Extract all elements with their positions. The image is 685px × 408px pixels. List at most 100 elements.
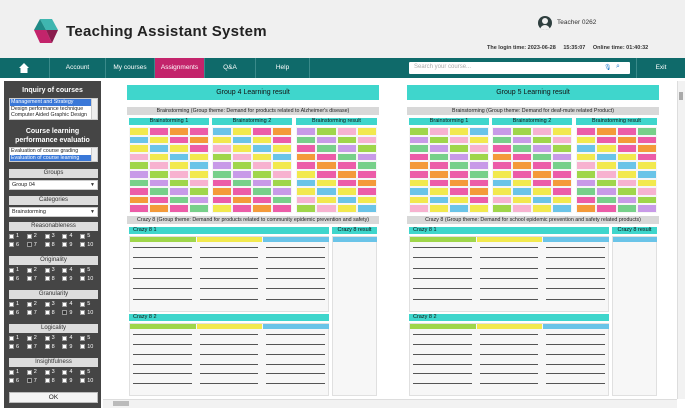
- score-checkbox[interactable]: [26, 233, 32, 239]
- sketch-board[interactable]: [409, 236, 609, 312]
- score-option[interactable]: 4: [62, 369, 80, 375]
- sketch-board[interactable]: [129, 323, 329, 396]
- sketch-board[interactable]: [129, 236, 329, 312]
- score-option[interactable]: 4: [62, 301, 80, 307]
- nav-account[interactable]: Account: [50, 58, 106, 78]
- score-option[interactable]: 2: [26, 267, 45, 273]
- sticky-note-board[interactable]: [576, 127, 657, 213]
- score-checkbox[interactable]: [26, 301, 32, 307]
- crazy8-result-board[interactable]: [332, 236, 377, 396]
- score-checkbox[interactable]: [80, 310, 86, 316]
- score-option[interactable]: 2: [26, 301, 45, 307]
- crazy8-result-tab[interactable]: Crazy 8 result: [612, 227, 657, 234]
- score-option[interactable]: 3: [44, 369, 63, 375]
- score-checkbox[interactable]: [44, 267, 50, 273]
- category-select[interactable]: Brainstorming ▼: [9, 207, 98, 217]
- score-option[interactable]: 1: [9, 301, 27, 307]
- ok-button[interactable]: OK: [9, 392, 98, 403]
- score-checkbox[interactable]: [44, 301, 50, 307]
- score-option[interactable]: 10: [80, 378, 98, 384]
- list-item[interactable]: Design performance technique: [11, 105, 84, 112]
- score-option[interactable]: 10: [80, 344, 98, 350]
- score-option[interactable]: 4: [62, 335, 80, 341]
- list-scrollbar[interactable]: [91, 148, 97, 161]
- evaluation-list[interactable]: Evaluation of course grading Evaluation …: [9, 147, 98, 162]
- score-option[interactable]: 10: [80, 276, 98, 282]
- score-option[interactable]: 9: [62, 242, 80, 248]
- score-checkbox[interactable]: [62, 301, 68, 307]
- crazy8-1-tab[interactable]: Crazy 8 1: [409, 227, 609, 234]
- vertical-scroll-thumb[interactable]: [679, 92, 683, 100]
- score-option[interactable]: 4: [62, 233, 80, 239]
- score-checkbox[interactable]: [9, 378, 14, 384]
- nav-help[interactable]: Help: [256, 58, 310, 78]
- score-option[interactable]: 10: [80, 242, 98, 248]
- score-checkbox[interactable]: [26, 369, 32, 375]
- crazy8-2-tab[interactable]: Crazy 8 2: [409, 314, 609, 321]
- brainstorm-2-tab[interactable]: Brainstorming 2: [492, 118, 572, 125]
- sticky-note-board[interactable]: [212, 127, 292, 213]
- score-checkbox[interactable]: [26, 267, 32, 273]
- score-checkbox[interactable]: [44, 276, 50, 282]
- score-checkbox[interactable]: [44, 310, 50, 316]
- score-checkbox[interactable]: [44, 344, 50, 350]
- score-option[interactable]: 6: [9, 242, 27, 248]
- nav-home[interactable]: [0, 58, 50, 78]
- user-avatar-icon[interactable]: [538, 16, 552, 30]
- sticky-note-board[interactable]: [409, 127, 489, 213]
- score-option[interactable]: 2: [26, 233, 45, 239]
- score-checkbox[interactable]: [44, 335, 50, 341]
- score-checkbox[interactable]: [9, 242, 14, 248]
- score-checkbox[interactable]: [9, 267, 14, 273]
- nav-assignments[interactable]: Assignments: [155, 58, 205, 78]
- course-search[interactable]: Search your course... 🎙︎ ⌕: [409, 62, 630, 74]
- score-checkbox[interactable]: [62, 276, 68, 282]
- nav-my-courses[interactable]: My courses: [106, 58, 155, 78]
- score-checkbox[interactable]: [44, 378, 50, 384]
- score-option[interactable]: 9: [62, 310, 80, 316]
- score-checkbox[interactable]: [44, 242, 50, 248]
- score-checkbox[interactable]: [26, 378, 32, 384]
- sticky-note-board[interactable]: [129, 127, 209, 213]
- score-option[interactable]: 5: [80, 369, 98, 375]
- score-option[interactable]: 7: [26, 310, 45, 316]
- score-checkbox[interactable]: [9, 276, 14, 282]
- score-option[interactable]: 1: [9, 369, 27, 375]
- crazy8-1-tab[interactable]: Crazy 8 1: [129, 227, 329, 234]
- score-option[interactable]: 9: [62, 344, 80, 350]
- score-option[interactable]: 6: [9, 276, 27, 282]
- score-option[interactable]: 3: [44, 335, 63, 341]
- score-checkbox[interactable]: [9, 369, 14, 375]
- score-checkbox[interactable]: [80, 267, 86, 273]
- score-option[interactable]: 3: [44, 301, 63, 307]
- list-scrollbar[interactable]: [91, 99, 97, 119]
- list-item[interactable]: Evaluation of course grading: [11, 148, 79, 154]
- sticky-note-board[interactable]: [492, 127, 572, 213]
- score-checkbox[interactable]: [9, 301, 14, 307]
- score-checkbox[interactable]: [80, 242, 86, 248]
- score-checkbox[interactable]: [26, 344, 32, 350]
- score-checkbox[interactable]: [9, 310, 14, 316]
- score-checkbox[interactable]: [80, 378, 86, 384]
- list-item[interactable]: Computer Aided Graphic Design: [11, 112, 87, 118]
- score-option[interactable]: 2: [26, 335, 45, 341]
- score-checkbox[interactable]: [62, 310, 68, 316]
- score-checkbox[interactable]: [62, 335, 68, 341]
- nav-qa[interactable]: Q&A: [205, 58, 256, 78]
- score-option[interactable]: 1: [9, 267, 27, 273]
- search-icon[interactable]: ⌕: [616, 63, 620, 70]
- score-checkbox[interactable]: [80, 276, 86, 282]
- brainstorm-1-tab[interactable]: Brainstorming 1: [129, 118, 209, 125]
- score-checkbox[interactable]: [80, 369, 86, 375]
- score-checkbox[interactable]: [26, 310, 32, 316]
- vertical-scrollbar[interactable]: [677, 81, 685, 399]
- microphone-icon[interactable]: 🎙︎: [604, 65, 612, 71]
- brainstorm-result-tab[interactable]: Brainstorming result: [296, 118, 377, 125]
- score-option[interactable]: 3: [44, 233, 63, 239]
- score-checkbox[interactable]: [44, 369, 50, 375]
- horizontal-scroll-thumb[interactable]: [113, 401, 129, 406]
- horizontal-scrollbar[interactable]: [103, 399, 677, 408]
- score-checkbox[interactable]: [62, 344, 68, 350]
- crazy8-result-tab[interactable]: Crazy 8 result: [332, 227, 377, 234]
- score-option[interactable]: 5: [80, 267, 98, 273]
